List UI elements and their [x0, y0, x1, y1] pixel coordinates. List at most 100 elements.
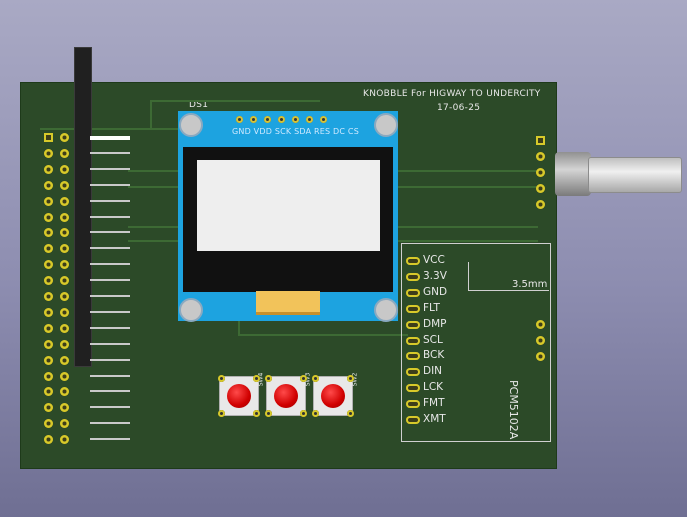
header-pin: [60, 419, 69, 429]
trace: [40, 128, 190, 130]
header-pin: [60, 307, 69, 317]
dac-pin-label: FLT: [423, 301, 440, 314]
push-button-sw3[interactable]: [266, 376, 306, 416]
header-pin: [60, 276, 69, 286]
encoder-shaft[interactable]: [588, 157, 682, 193]
header-pin: [44, 387, 53, 397]
header-lead: [90, 326, 130, 329]
mounting-hole: [179, 113, 203, 137]
header-pin: [44, 260, 53, 270]
button-leg: [300, 410, 307, 417]
button-leg: [265, 410, 272, 417]
trace: [238, 316, 240, 336]
button-leg: [253, 410, 260, 417]
encoder-pad: [536, 168, 545, 177]
dac-module-name: PCM5102A: [507, 380, 520, 440]
header-pin: [60, 435, 69, 445]
header-pin: [44, 164, 53, 174]
header-pin: [44, 276, 53, 286]
button-leg: [312, 410, 319, 417]
header-pin: [60, 323, 69, 333]
header-lead: [90, 231, 130, 234]
header-lead: [90, 151, 130, 154]
header-pin: [44, 212, 53, 222]
button-leg: [300, 375, 307, 382]
header-pin: [60, 260, 69, 270]
pin-header-j1: [74, 47, 92, 367]
header-lead: [90, 167, 130, 170]
header-pin: [60, 196, 69, 206]
dac-pin-pad: [406, 320, 420, 329]
button-leg: [347, 410, 354, 417]
header-lead: [90, 310, 130, 313]
push-button-sw2[interactable]: [313, 376, 353, 416]
push-button-sw4[interactable]: [219, 376, 259, 416]
button-leg: [253, 375, 260, 382]
header-lead: [90, 438, 130, 441]
header-pin: [60, 180, 69, 190]
dac-extra-pad: [536, 352, 545, 361]
button-leg: [347, 375, 354, 382]
dac-pin-label: VCC: [423, 254, 445, 266]
header-pin: [44, 435, 53, 445]
dac-module-outline: [401, 243, 551, 442]
button-cap: [227, 384, 251, 408]
header-pin: [60, 355, 69, 365]
dac-pin-pad: [406, 288, 420, 297]
dac-pin-pad: [406, 416, 420, 424]
header-lead: [90, 374, 130, 377]
dac-pin-pad: [406, 384, 420, 393]
dac-pin-label: XMT: [423, 413, 446, 425]
header-pin: [60, 387, 69, 397]
dac-pin-pad: [406, 400, 420, 409]
dac-pin-label: LCK: [423, 381, 444, 394]
header-pin: [44, 133, 53, 142]
oled-pin: [306, 116, 313, 123]
dac-pin-pad: [406, 272, 420, 281]
oled-pin-labels: GND VDD SCK SDA RES DC CS: [232, 127, 359, 136]
button-cap: [321, 384, 345, 408]
button-leg: [218, 410, 225, 417]
button-leg: [265, 375, 272, 382]
header-lead: [90, 406, 130, 409]
mounting-hole: [374, 298, 398, 322]
button-leg: [312, 375, 319, 382]
encoder-pad: [536, 136, 545, 145]
mounting-hole: [374, 113, 398, 137]
board-date: 17-06-25: [437, 103, 481, 113]
dac-pin-label: BCK: [423, 349, 445, 362]
oled-pin: [264, 116, 271, 123]
button-cap: [274, 384, 298, 408]
header-pin: [60, 228, 69, 238]
oled-flex-cable: [256, 291, 320, 315]
oled-screen: [197, 160, 380, 251]
encoder-pad: [536, 200, 545, 209]
header-pin: [44, 307, 53, 317]
encoder-pad: [536, 184, 545, 193]
oled-pin: [250, 116, 257, 123]
display-ref: DS1: [189, 100, 209, 110]
header-lead: [90, 215, 130, 218]
header-pin: [60, 339, 69, 349]
header-pin: [44, 228, 53, 238]
header-lead: [90, 136, 130, 140]
header-lead: [90, 279, 130, 282]
dac-pin-pad: [406, 336, 420, 345]
dac-pin-pad: [406, 352, 420, 361]
mounting-hole: [179, 298, 203, 322]
header-pin: [60, 244, 69, 254]
header-pin: [44, 323, 53, 333]
header-pin: [60, 212, 69, 222]
header-lead: [90, 183, 130, 186]
header-pin: [44, 292, 53, 301]
dac-extra-pad: [536, 336, 545, 345]
dac-pin-pad: [406, 304, 420, 313]
header-pin: [60, 292, 69, 301]
header-lead: [90, 263, 130, 266]
button-leg: [218, 375, 225, 382]
trace: [150, 100, 320, 102]
oled-pin: [320, 116, 327, 123]
dac-pin-label: 3.3V: [423, 269, 447, 282]
dac-extra-pad: [536, 320, 545, 329]
header-pin: [44, 371, 53, 381]
